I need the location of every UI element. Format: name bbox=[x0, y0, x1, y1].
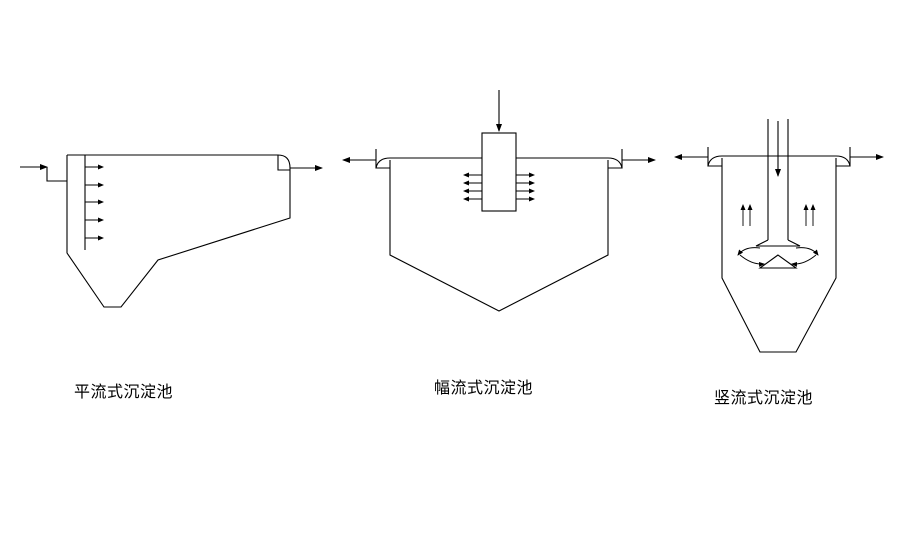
radial-center-well bbox=[481, 132, 517, 212]
radial-right-weir bbox=[607, 157, 623, 169]
vertical-flow-tank bbox=[674, 119, 884, 353]
vertical-deflection-arrows bbox=[737, 247, 819, 267]
caption-radial-flow-tank: 幅流式沉淀池 bbox=[434, 378, 534, 397]
caption-horizontal-flow-tank: 平流式沉淀池 bbox=[74, 382, 174, 401]
radial-left-flow-arrows bbox=[463, 172, 482, 202]
caption-vertical-flow-tank: 竖流式沉淀池 bbox=[714, 388, 814, 407]
vertical-bell-mouth bbox=[755, 239, 801, 247]
radial-flow-tank bbox=[342, 90, 656, 312]
horizontal-flow-tank bbox=[20, 154, 323, 308]
vertical-right-weir bbox=[835, 155, 851, 167]
horizontal-inlet-pipe bbox=[46, 167, 67, 182]
vertical-reflector-cone bbox=[758, 254, 798, 269]
radial-tank-outline bbox=[389, 160, 609, 312]
vertical-left-weir bbox=[707, 155, 723, 167]
radial-left-weir bbox=[375, 157, 391, 169]
vertical-tank-outline bbox=[721, 158, 837, 353]
radial-right-flow-arrows bbox=[516, 172, 535, 202]
vertical-upflow-arrows bbox=[740, 204, 816, 226]
horizontal-outlet-lip bbox=[277, 154, 291, 169]
horizontal-tank-outline bbox=[66, 155, 291, 308]
horizontal-flow-arrows bbox=[85, 164, 104, 241]
horizontal-outlet-weir bbox=[277, 155, 290, 171]
